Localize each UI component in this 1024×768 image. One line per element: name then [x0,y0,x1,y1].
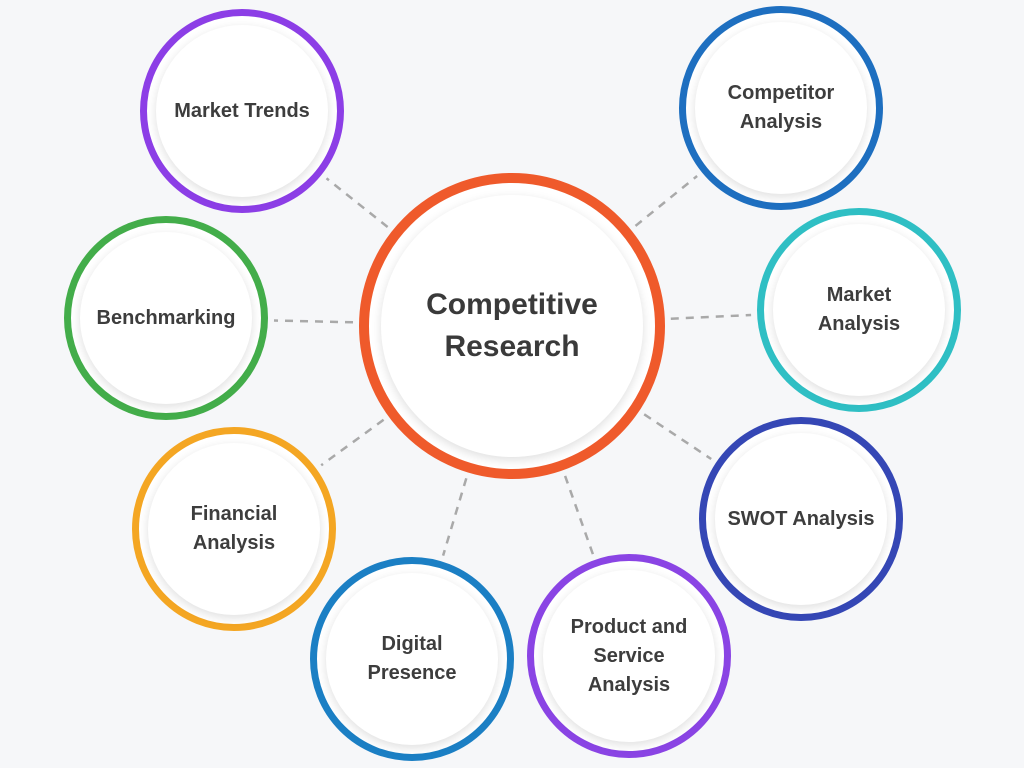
node-benchmarking: Benchmarking [64,216,268,420]
node-label-benchmarking: Benchmarking [96,306,236,329]
node-digital-presence: Digital Presence [310,557,514,761]
connector-swot-analysis [643,413,712,461]
node-label-swot-analysis: SWOT Analysis [727,507,875,530]
node-product-service-analysis: Product and Service Analysis [527,554,731,758]
center-node-inner [381,195,643,457]
node-inner [715,433,887,605]
connector-digital-presence [441,477,468,556]
node-label-digital-presence: Digital Presence [367,633,457,684]
connector-financial-analysis [320,418,385,467]
node-inner [695,22,867,194]
node-label-market-analysis: Market Analysis [817,284,901,335]
node-label-competitor-analysis: Competitor Analysis [727,82,835,133]
node-label-product-service-analysis: Product and Service Analysis [570,615,688,696]
center-node-label: Competitive Research [426,288,598,363]
center-node-competitive-research: Competitive Research [359,173,665,479]
connector-market-trends [325,177,389,228]
connector-competitor-analysis [634,175,698,227]
node-inner [156,25,328,197]
connector-product-service-analysis [563,475,595,555]
connector-benchmarking [273,319,354,324]
node-label-market-trends: Market Trends [174,99,310,122]
node-financial-analysis: Financial Analysis [132,427,336,631]
node-market-trends: Market Trends [140,9,344,213]
connector-market-analysis [670,313,752,320]
node-label-financial-analysis: Financial Analysis [190,503,278,554]
node-inner [80,232,252,404]
node-inner [543,570,715,742]
node-inner [326,573,498,745]
node-inner [773,224,945,396]
node-swot-analysis: SWOT Analysis [699,417,903,621]
node-competitor-analysis: Competitor Analysis [679,6,883,210]
node-market-analysis: Market Analysis [757,208,961,412]
node-inner [148,443,320,615]
